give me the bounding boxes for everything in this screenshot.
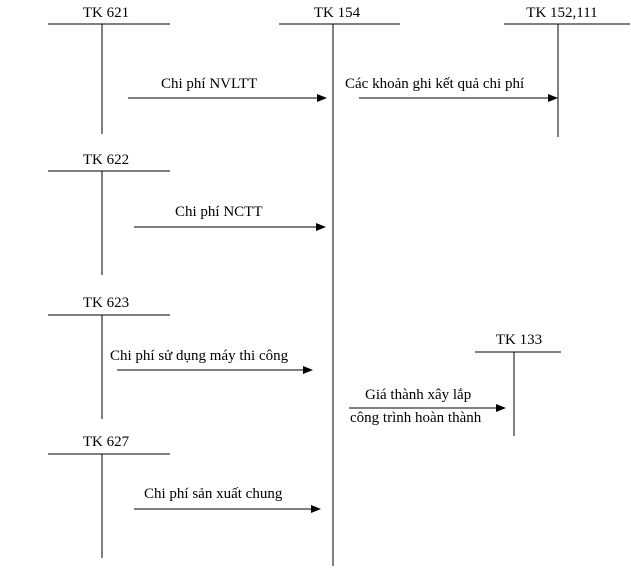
t-account-tk627	[48, 453, 170, 558]
account-label-tk133: TK 133	[495, 332, 543, 348]
flow-label-ket-qua-chi-phi: Các khoản ghi kết quả chi phí	[345, 76, 525, 92]
flow-label-may-thi-cong: Chi phí sử dụng máy thi công	[110, 348, 289, 364]
flow-label-sx-chung: Chi phí sản xuất chung	[144, 486, 283, 502]
account-label-tk154: TK 154	[313, 5, 361, 21]
flow-label-ncct: Chi phí NCTT	[175, 204, 263, 220]
t-account-tk154	[279, 23, 400, 566]
account-label-tk627: TK 627	[82, 434, 130, 450]
flow-label-nvltt: Chi phí NVLTT	[161, 76, 258, 92]
account-label-tk622: TK 622	[82, 152, 130, 168]
flow-label-gia-thanh-top: Giá thành xây lắp	[365, 387, 472, 403]
t-account-tk133	[475, 351, 561, 436]
t-account-tk623	[48, 314, 170, 419]
account-label-tk621: TK 621	[82, 5, 130, 21]
t-account-tk152-111	[504, 23, 630, 137]
t-account-tk621	[48, 23, 170, 134]
account-label-tk623: TK 623	[82, 295, 130, 311]
account-label-tk152-111: TK 152,111	[526, 5, 598, 21]
flow-label-gia-thanh-bottom: công trình hoàn thành	[350, 410, 482, 426]
t-account-tk622	[48, 170, 170, 275]
